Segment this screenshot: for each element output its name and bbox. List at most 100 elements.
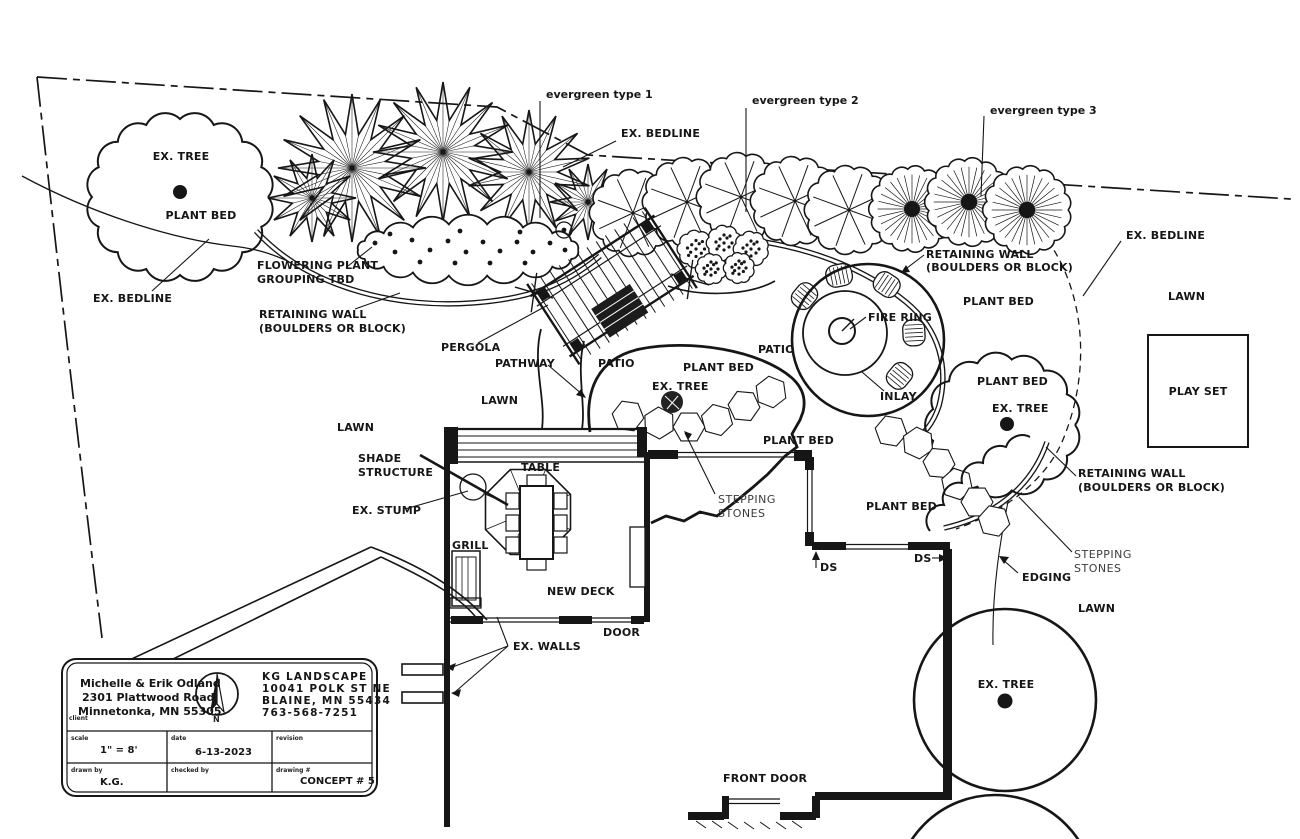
plan-labels: evergreen type 1 evergreen type 2 evergr… xyxy=(93,88,1228,785)
label-plant-bed-nw: PLANT BED xyxy=(166,209,237,222)
label-pathway: PATHWAY xyxy=(495,357,556,370)
label-door: DOOR xyxy=(603,626,640,639)
adirondack-chair-icon xyxy=(885,361,914,390)
scale-label: scale xyxy=(71,735,88,742)
label-front-door: FRONT DOOR xyxy=(723,772,808,785)
drawing-number-value: CONCEPT # 5 xyxy=(300,776,375,787)
label-ex-bedline-left: EX. BEDLINE xyxy=(93,292,172,305)
client-label: client xyxy=(69,715,88,722)
plant-bed-cloud-outline xyxy=(924,351,1081,499)
firm-address-1: 10041 POLK ST NE xyxy=(262,683,391,695)
checked-by-label: checked by xyxy=(171,767,209,774)
label-plant-bed-central: PLANT BED xyxy=(683,361,754,374)
label-retaining-wall-se-2: (BOULDERS OR BLOCK) xyxy=(1078,481,1225,494)
shrub-icon xyxy=(722,251,755,285)
firm-name: KG LANDSCAPE xyxy=(262,671,367,683)
tree-trunk-dot xyxy=(173,185,187,199)
label-stepping-stones-se-1: STEPPING xyxy=(1074,548,1132,561)
fire-ring-icon xyxy=(828,317,856,345)
deciduous-tree-icon xyxy=(267,153,357,243)
evergreen-dense-tree-icon xyxy=(981,164,1072,256)
label-lawn-se: LAWN xyxy=(1078,602,1115,615)
label-new-deck: NEW DECK xyxy=(547,585,615,598)
label-retaining-wall-fire-1: RETAINING WALL xyxy=(926,248,1034,261)
label-grill: GRILL xyxy=(452,539,489,552)
front-step-ticks xyxy=(695,820,803,830)
fire-patio xyxy=(790,262,946,418)
label-retaining-wall-se-1: RETAINING WALL xyxy=(1078,467,1186,480)
label-ex-tree-central: EX. TREE xyxy=(652,380,709,393)
label-evergreen-type-3: evergreen type 3 xyxy=(990,104,1097,117)
existing-wall-stub xyxy=(401,691,444,704)
pergola-icon xyxy=(514,206,710,366)
label-flowering-plant-1: FLOWERING PLANT xyxy=(257,259,378,272)
label-shade-structure-2: STRUCTURE xyxy=(358,466,433,479)
label-ds-1: DS xyxy=(820,561,837,574)
label-ex-walls: EX. WALLS xyxy=(513,640,581,653)
label-ex-bedline-right: EX. BEDLINE xyxy=(1126,229,1205,242)
label-evergreen-type-2: evergreen type 2 xyxy=(752,94,859,107)
label-pergola: PERGOLA xyxy=(441,341,501,354)
play-set-box xyxy=(1147,334,1249,448)
scale-value: 1" = 8' xyxy=(100,745,138,756)
dining-table-icon xyxy=(505,474,568,571)
arrowheads xyxy=(446,265,1009,697)
retaining-walls xyxy=(253,229,1050,531)
leader-lines xyxy=(151,101,1122,693)
label-retaining-wall-fire-2: (BOULDERS OR BLOCK) xyxy=(926,261,1073,274)
label-ds-2: DS xyxy=(914,552,931,565)
label-patio-right: PATIO xyxy=(758,343,795,356)
property-line-west xyxy=(36,76,103,639)
north-label: N xyxy=(213,715,220,724)
house-south-wall xyxy=(815,792,952,800)
client-address-1: 2301 Plattwood Road xyxy=(82,691,215,704)
adirondack-chair-icon xyxy=(872,271,901,299)
label-ex-tree-se: EX. TREE xyxy=(992,402,1049,415)
client-address-2: Minnetonka, MN 55305 xyxy=(78,705,221,718)
bed-lines xyxy=(21,175,1082,646)
label-shade-structure-1: SHADE xyxy=(358,452,401,465)
label-plant-bed-south: PLANT BED xyxy=(866,500,937,513)
label-edging: EDGING xyxy=(1022,571,1071,584)
vegetation-symbols xyxy=(86,81,1081,537)
central-tree-trunk xyxy=(661,391,683,413)
deck-and-house xyxy=(401,427,952,830)
existing-bedline-nw xyxy=(21,175,291,263)
plant-bed-cloud-outline xyxy=(86,112,274,282)
label-lawn-west: LAWN xyxy=(337,421,374,434)
flower-dots xyxy=(372,228,568,266)
existing-stump-icon xyxy=(459,473,487,501)
pathway-edges xyxy=(537,280,776,430)
label-lawn-ne: LAWN xyxy=(1168,290,1205,303)
date-label: date xyxy=(171,735,186,742)
north-arrow-icon xyxy=(195,672,239,716)
title-block: Michelle & Erik Odland 2301 Plattwood Ro… xyxy=(61,658,391,797)
scalloped-bed-edge xyxy=(925,434,1031,532)
small-plant-icon xyxy=(555,221,573,239)
adirondack-chair-icon xyxy=(825,262,854,288)
deciduous-tree-icon xyxy=(372,81,514,223)
deck-east-wall xyxy=(644,452,650,622)
revision-label: revision xyxy=(276,735,303,742)
tree-trunk-dot xyxy=(1000,417,1014,431)
flowering-plant-band xyxy=(356,213,580,287)
firm-phone: 763-568-7251 xyxy=(262,707,358,719)
existing-tree-canopy xyxy=(912,607,1098,793)
deciduous-tree-icon xyxy=(277,93,427,243)
label-ex-stump: EX. STUMP xyxy=(352,504,421,517)
label-stepping-stones-central-2: STONES xyxy=(718,507,766,520)
label-flowering-plant-2: GROUPING TBD xyxy=(257,273,354,286)
stepping-stones xyxy=(611,375,1011,537)
drawn-by-label: drawn by xyxy=(71,767,103,774)
drawing-number-label: drawing # xyxy=(276,767,311,774)
existing-wall-stub xyxy=(401,663,444,676)
label-plant-bed-deck-east: PLANT BED xyxy=(763,434,834,447)
grill-icon xyxy=(449,550,482,609)
label-retaining-wall-nw-1: RETAINING WALL xyxy=(259,308,367,321)
label-table: TABLE xyxy=(521,461,560,474)
adirondack-chair-icon xyxy=(902,319,926,347)
deck-steps xyxy=(447,427,647,463)
deck-window xyxy=(629,526,646,588)
